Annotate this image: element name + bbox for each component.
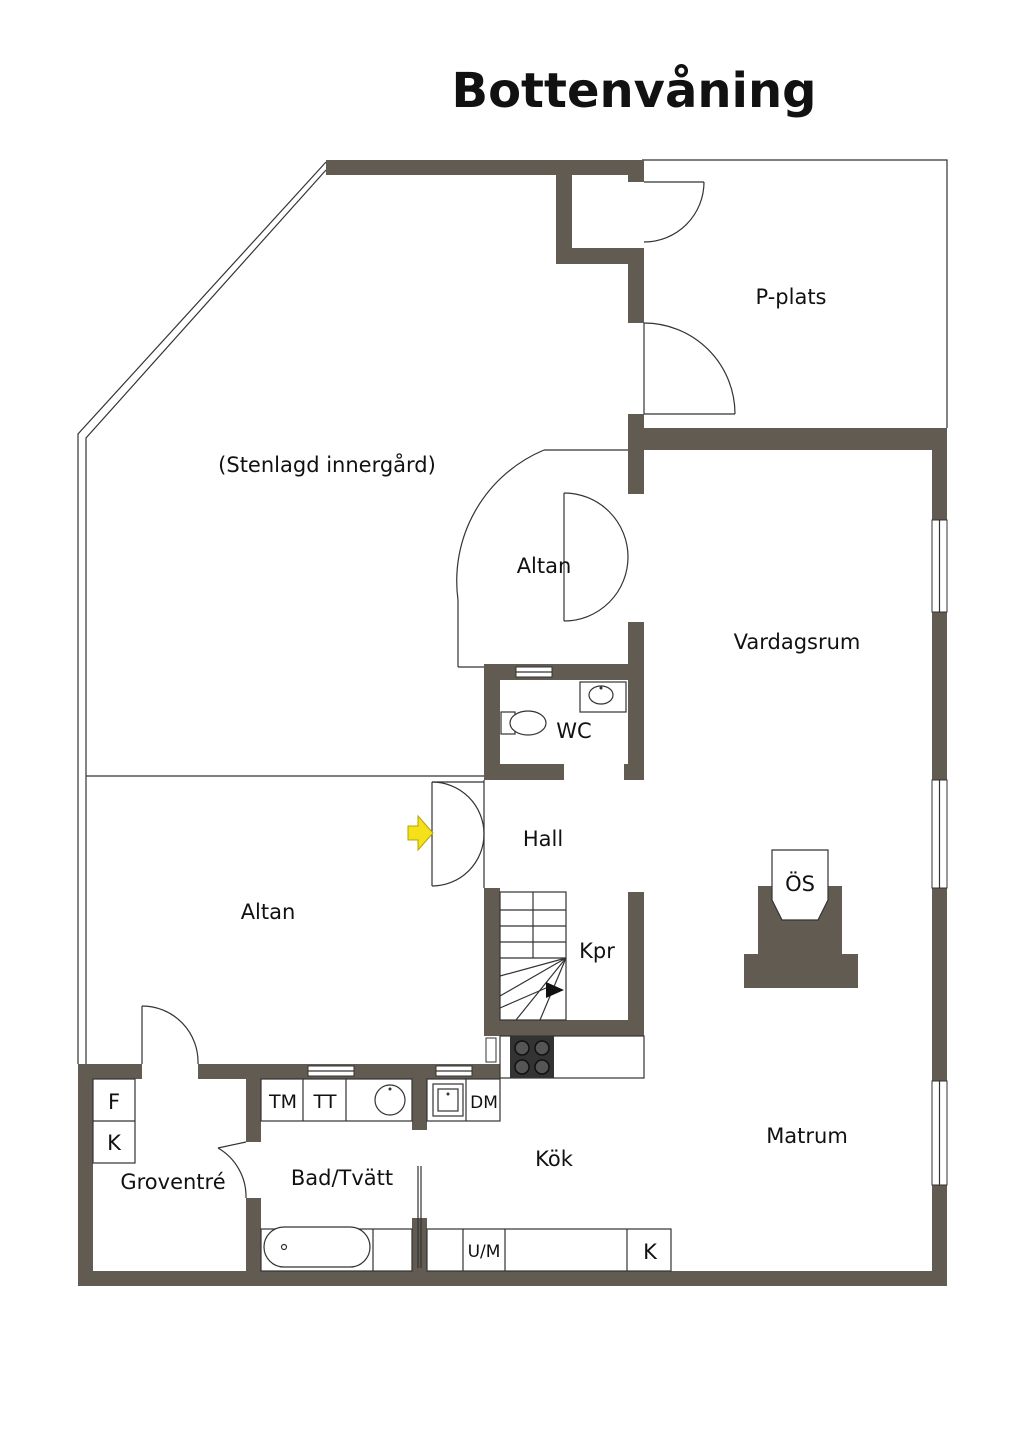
windows <box>307 519 948 1186</box>
walls <box>78 160 947 1286</box>
fireplace <box>744 849 858 988</box>
entrance-arrow-icon <box>407 814 434 852</box>
outdoor-outlines <box>77 159 948 1064</box>
room-label-hall: Hall <box>523 827 563 851</box>
room-label-vardagsrum: Vardagsrum <box>734 630 861 654</box>
fixture-label-tt: TT <box>313 1091 337 1113</box>
room-label-altan-upper: Altan <box>517 554 572 578</box>
fixture-label-k-groventre: K <box>107 1131 122 1155</box>
room-label-matrum: Matrum <box>766 1124 848 1148</box>
kitchen-counters <box>426 1035 672 1272</box>
room-label-kok: Kök <box>535 1147 574 1171</box>
fixture-label-k-kok: K <box>643 1240 658 1264</box>
room-label-altan-lower: Altan <box>241 900 296 924</box>
fireplace-label: ÖS <box>785 871 815 896</box>
floor-title: Bottenvåning <box>451 63 816 119</box>
fixture-label-tm: TM <box>268 1091 297 1113</box>
room-label-bad-tvatt: Bad/Tvätt <box>291 1166 393 1190</box>
groventre-cabinets <box>92 1078 136 1164</box>
fixture-label-f: F <box>108 1090 120 1114</box>
room-label-pplats: P-plats <box>756 285 827 309</box>
wc-fixtures <box>500 681 627 736</box>
room-label-innergard: (Stenlagd innergård) <box>218 452 436 477</box>
room-label-wc: WC <box>556 719 591 743</box>
bathroom-fixtures <box>260 1078 413 1272</box>
staircase <box>499 891 567 1021</box>
doors <box>141 181 736 1268</box>
fixture-label-um: U/M <box>468 1242 501 1262</box>
fixture-label-dm: DM <box>470 1093 498 1113</box>
room-label-kpr: Kpr <box>579 939 615 963</box>
room-labels: P-plats (Stenlagd innergård) Altan Varda… <box>120 285 860 1194</box>
room-label-groventre: Groventré <box>120 1170 225 1194</box>
fixture-labels: F K TM TT DM U/M K <box>107 1090 658 1264</box>
